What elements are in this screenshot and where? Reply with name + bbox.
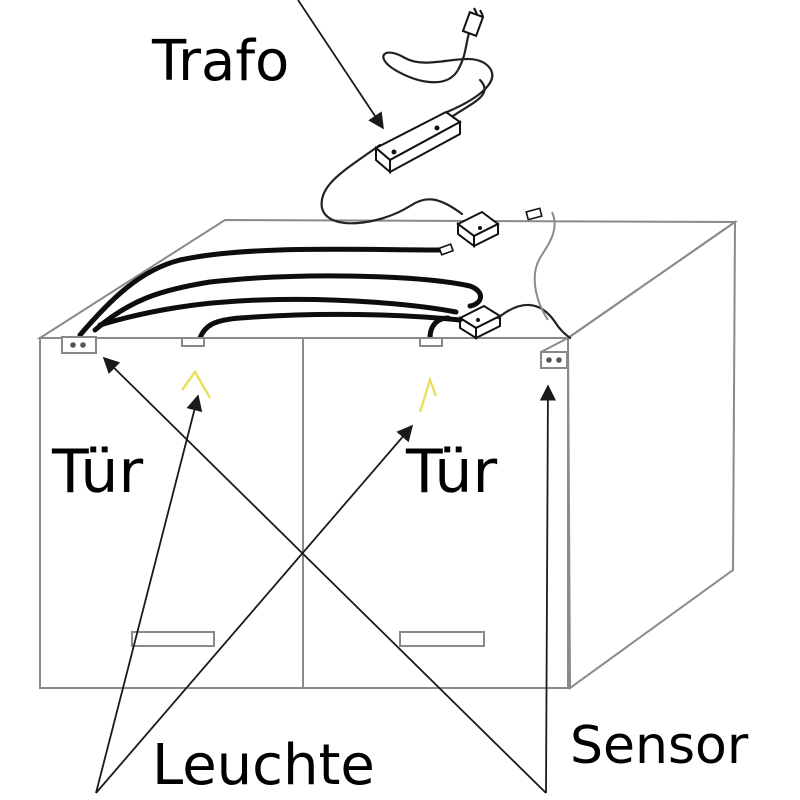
handle-right-door [399,631,485,647]
pointer-arrows [95,0,557,794]
arrow-sensor-right [539,384,557,794]
handle-left-door [131,631,215,647]
transformer-box-icon [320,22,494,225]
cable-distributor-icon [457,304,503,340]
door-sensor-icon [540,337,569,369]
wiring [77,207,572,341]
cabinet [36,218,739,690]
arrow-leuchte-right [95,424,414,794]
door-left-label: Tür [52,437,144,507]
cable-distributor-icon [456,210,500,248]
door-sensor-icon [61,336,97,354]
arrow-trafo [297,0,384,130]
led-light-icon [181,337,212,399]
led-light-icon [418,337,443,413]
light-label: Leuchte [152,733,375,798]
transformer-label: Trafo [152,29,290,94]
sensor-label: Sensor [570,716,749,776]
door-right-label: Tür [406,437,498,507]
power-plug-icon [461,7,485,38]
cabinet-side-face [566,220,737,690]
arrow-leuchte-left [95,394,203,794]
arrow-sensor-left [102,356,547,794]
